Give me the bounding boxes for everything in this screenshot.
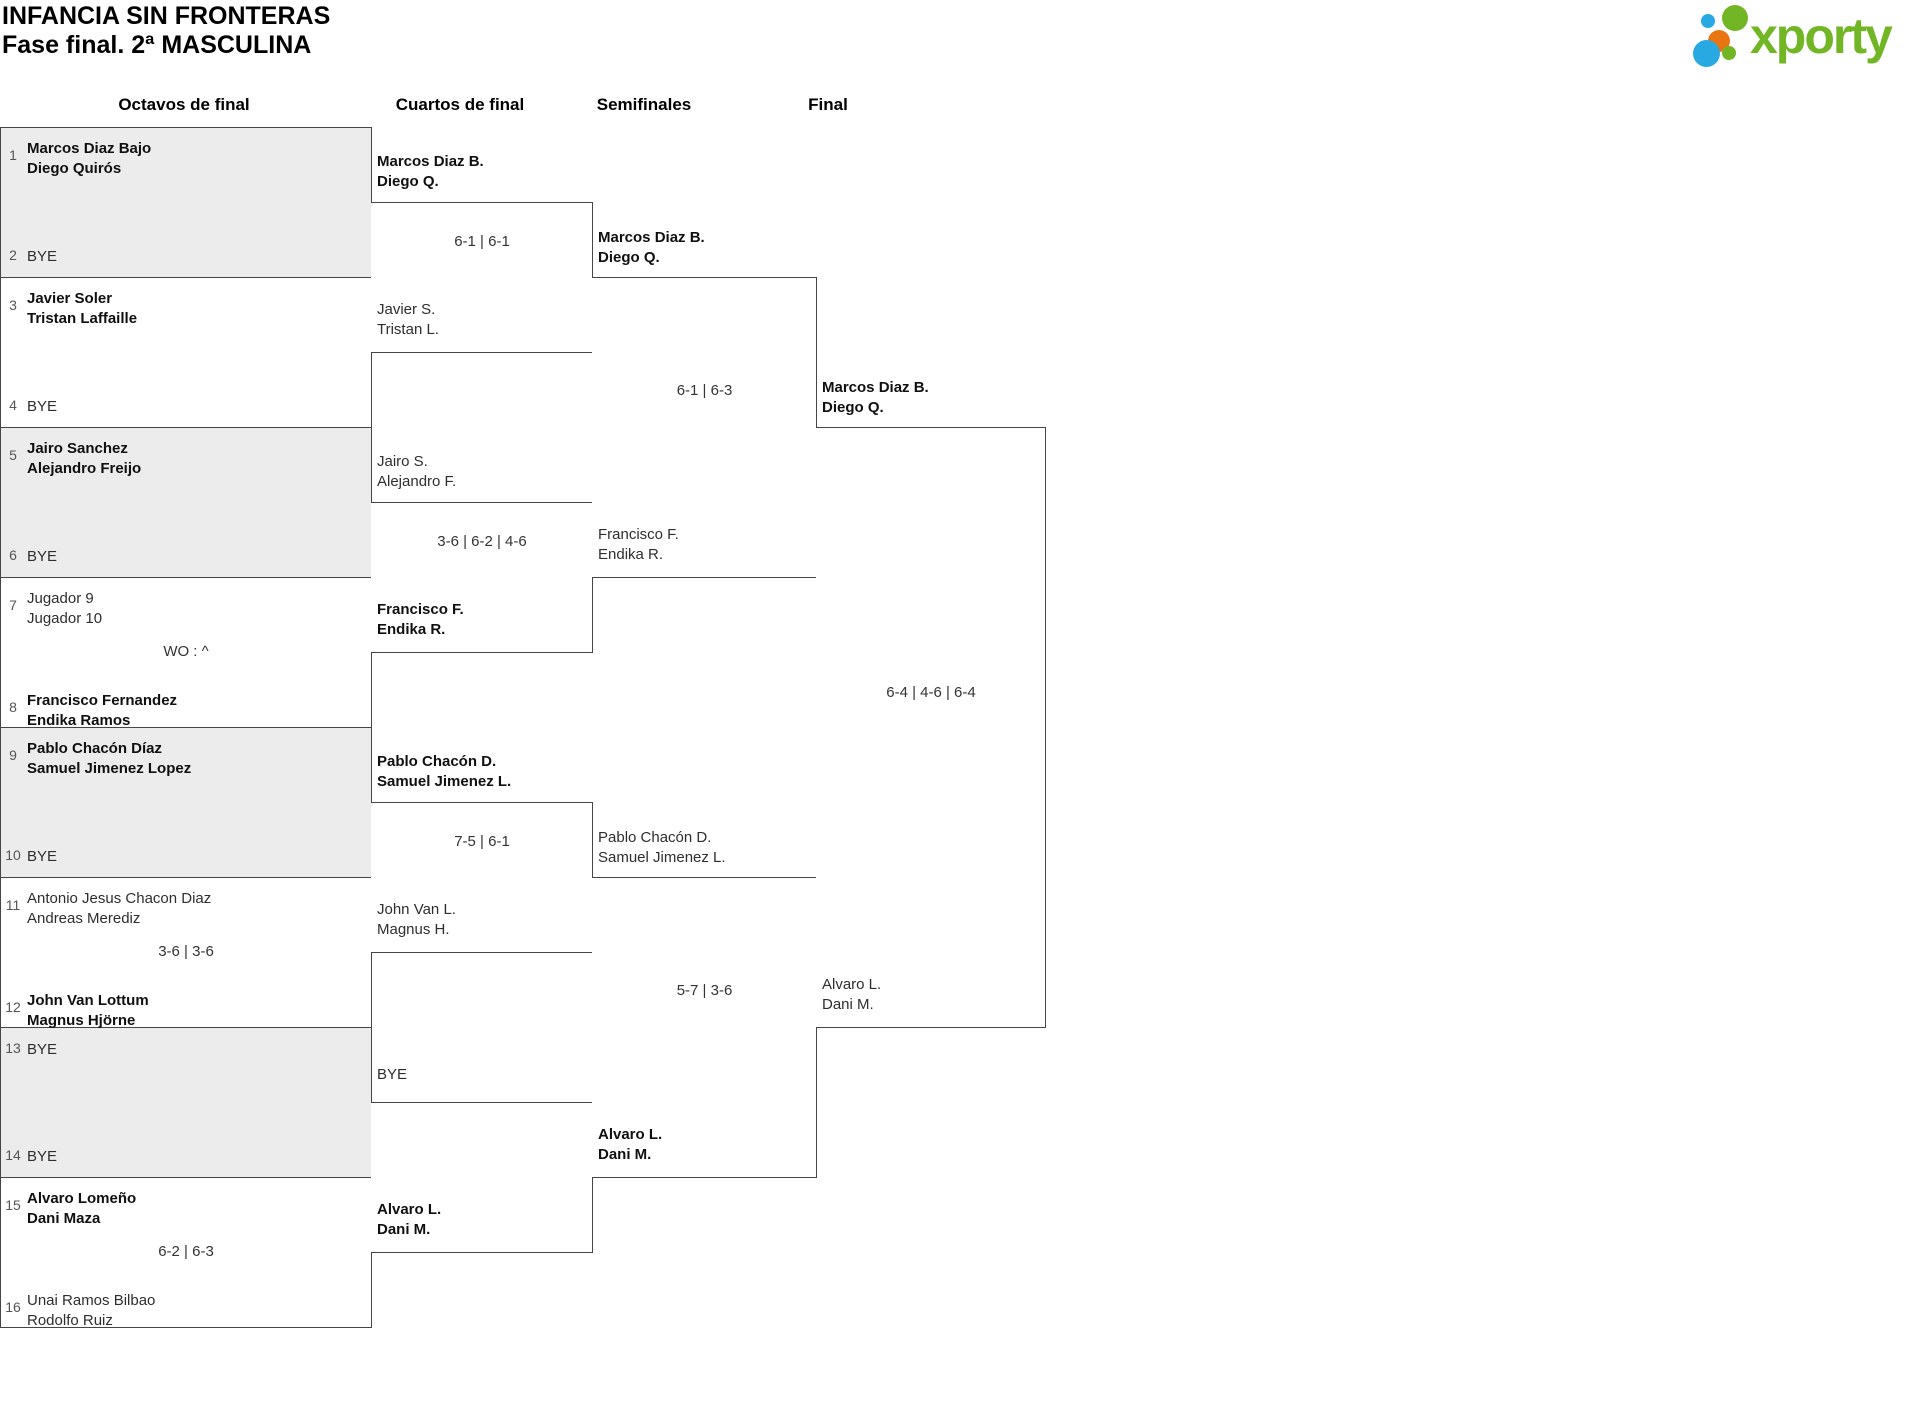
sf-match-box-2 (592, 877, 817, 1178)
r16-m3-seed-bottom: 6 (9, 547, 17, 563)
qf-match-box-1 (371, 202, 593, 353)
r16-m3-seed-top: 5 (9, 447, 17, 463)
round-header-sf: Semifinales (596, 95, 692, 114)
qf-m1-score: 6-1 | 6-1 (454, 233, 510, 250)
r16-m8-seed-top: 15 (5, 1197, 21, 1213)
qf-m1-top-participant: Marcos Diaz B.Diego Q. (377, 153, 484, 190)
logo-dot-green-large (1722, 5, 1748, 31)
qf-m4-bottom-participant: Alvaro L.Dani M. (377, 1201, 442, 1238)
qf-m2-bottom-participant: Francisco F.Endika R. (377, 601, 464, 638)
r16-m4-seed-bottom: 8 (9, 699, 17, 715)
r16-match-box-5 (0, 727, 372, 878)
round-header-final: Final (808, 95, 848, 114)
r16-m7-bottom-participant: BYE (27, 1148, 58, 1165)
r16-m6-seed-bottom: 12 (5, 999, 21, 1015)
final-top-participant: Marcos Diaz B.Diego Q. (822, 379, 929, 416)
qf-m3-bottom-participant: John Van L.Magnus H. (377, 901, 456, 938)
r16-m4-seed-top: 7 (9, 597, 17, 613)
logo-dot-blue-small (1701, 14, 1715, 28)
qf-match-box-4 (371, 1102, 593, 1253)
sf-m1-bottom-participant: Francisco F.Endika R. (598, 526, 679, 563)
r16-match-box-4 (0, 577, 372, 728)
sf-m2-bottom-participant: Alvaro L.Dani M. (598, 1126, 663, 1163)
r16-m4-score: WO : ^ (163, 643, 209, 660)
final-match-box (816, 427, 1046, 1028)
r16-m1-seed-bottom: 2 (9, 247, 17, 263)
sf-m2-score: 5-7 | 3-6 (676, 982, 733, 999)
r16-m5-seed-top: 9 (9, 747, 17, 763)
round-header-r16: Octavos de final (118, 95, 250, 114)
r16-m7-seed-top: 13 (5, 1040, 21, 1056)
logo-dot-green-small (1722, 46, 1736, 60)
r16-m7-seed-bottom: 14 (5, 1147, 21, 1163)
final-bottom-participant: Alvaro L.Dani M. (822, 976, 882, 1013)
r16-m2-bottom-participant: BYE (27, 398, 58, 415)
final-score: 6-4 | 4-6 | 6-4 (886, 684, 976, 701)
r16-match-box-6 (0, 877, 372, 1028)
r16-m6-seed-top: 11 (5, 897, 21, 913)
r16-m5-seed-bottom: 10 (5, 847, 21, 863)
sf-m2-top-participant: Pablo Chacón D.Samuel Jimenez L. (598, 829, 726, 866)
qf-m4-top-participant: BYE (377, 1066, 408, 1083)
sf-m1-score: 6-1 | 6-3 (676, 382, 733, 399)
r16-match-box-7 (0, 1027, 372, 1178)
qf-m3-top-participant: Pablo Chacón D.Samuel Jimenez L. (377, 753, 512, 790)
r16-match-box-1 (0, 127, 372, 278)
r16-match-box-3 (0, 427, 372, 578)
r16-m8-seed-bottom: 16 (5, 1299, 21, 1315)
r16-match-box-8 (0, 1177, 372, 1328)
sf-m1-top-participant: Marcos Diaz B.Diego Q. (598, 229, 705, 266)
r16-m2-seed-top: 3 (9, 297, 17, 313)
qf-m3-score: 7-5 | 6-1 (454, 833, 510, 850)
round-header-qf: Cuartos de final (395, 95, 525, 114)
r16-m1-bottom-participant: BYE (27, 248, 58, 265)
r16-m3-bottom-participant: BYE (27, 548, 58, 565)
page-title: INFANCIA SIN FRONTERAS Fase final. 2ª MA… (2, 2, 330, 60)
r16-m2-seed-bottom: 4 (9, 397, 17, 413)
logo-wordmark: xporty (1750, 8, 1893, 64)
r16-m5-bottom-participant: BYE (27, 848, 58, 865)
tournament-title: INFANCIA SIN FRONTERAS (2, 2, 331, 30)
r16-m6-score: 3-6 | 3-6 (158, 943, 214, 960)
logo-dot-blue-large (1693, 40, 1720, 67)
r16-m8-score: 6-2 | 6-3 (158, 1243, 214, 1260)
qf-m1-bottom-participant: Javier S.Tristan L. (377, 301, 439, 338)
qf-m2-score: 3-6 | 6-2 | 4-6 (437, 533, 527, 550)
qf-m2-top-participant: Jairo S.Alejandro F. (377, 453, 457, 490)
tournament-phase: Fase final. 2ª MASCULINA (2, 31, 312, 59)
r16-m7-top-participant: BYE (27, 1041, 58, 1058)
r16-m1-seed-top: 1 (9, 147, 17, 163)
